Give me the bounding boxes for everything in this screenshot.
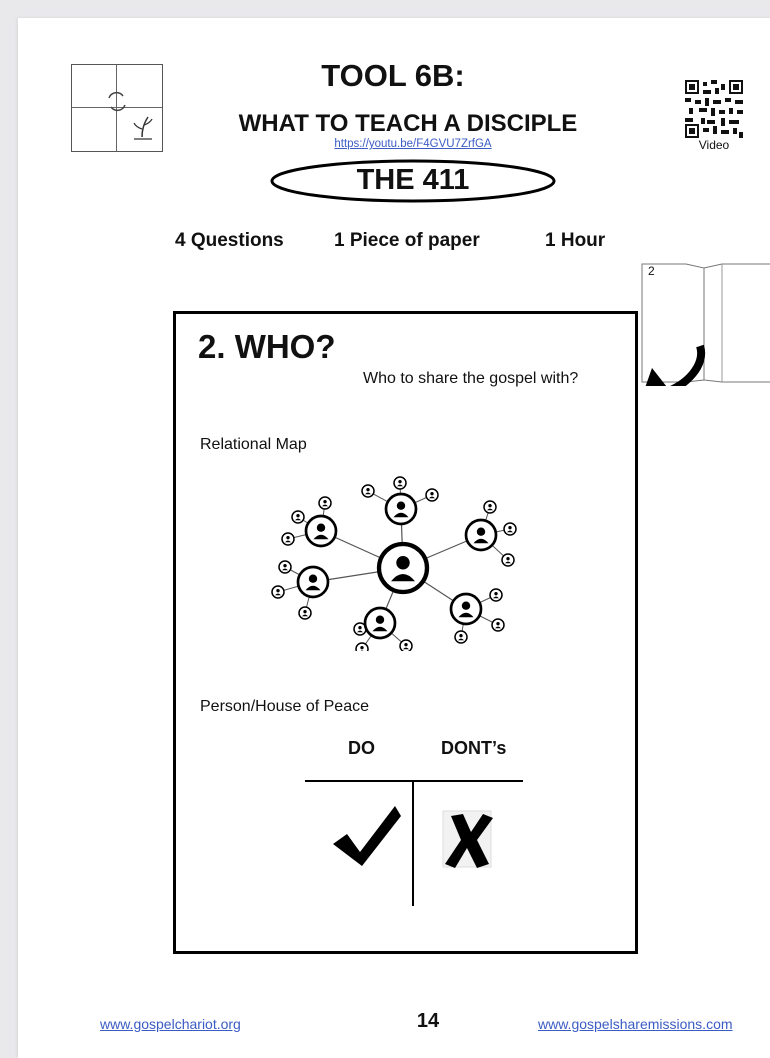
do-dont-tchart bbox=[305, 780, 523, 906]
cross-icon bbox=[442, 810, 493, 868]
badge-title: THE 411 bbox=[356, 164, 470, 196]
person-icon bbox=[501, 553, 515, 567]
dont-column-label: DONT’s bbox=[441, 738, 507, 758]
person-icon bbox=[489, 588, 503, 602]
qr-code-icon[interactable] bbox=[685, 80, 743, 138]
meta-time: 1 Hour bbox=[545, 230, 606, 251]
person-icon bbox=[376, 541, 430, 595]
page-number: 14 bbox=[416, 1010, 440, 1032]
person-icon bbox=[355, 642, 369, 651]
person-icon bbox=[384, 492, 418, 526]
curved-arrow-icon bbox=[645, 344, 706, 386]
document-page: TOOL 6B: WHAT TO TEACH A DISCIPLE https:… bbox=[18, 18, 770, 1058]
person-icon bbox=[278, 560, 292, 574]
page-subtitle: WHAT TO TEACH A DISCIPLE bbox=[238, 110, 578, 137]
footer-link-gospelchariot[interactable]: www.gospelchariot.org bbox=[100, 1016, 241, 1032]
footer-link-gospelsharemissions[interactable]: www.gospelsharemissions.com bbox=[538, 1016, 733, 1032]
person-icon bbox=[393, 476, 407, 490]
meta-questions: 4 Questions bbox=[175, 230, 284, 251]
person-icon bbox=[491, 618, 505, 632]
person-icon bbox=[291, 510, 305, 524]
thumbnail-number: 2 bbox=[648, 264, 655, 278]
who-card bbox=[173, 311, 638, 954]
person-icon bbox=[318, 496, 332, 510]
logo-quadrant-icon bbox=[71, 64, 163, 152]
person-icon bbox=[454, 630, 468, 644]
video-link[interactable]: https://youtu.be/F4GVU7ZrfGA bbox=[334, 138, 492, 150]
person-icon bbox=[298, 606, 312, 620]
do-column-label: DO bbox=[348, 738, 375, 758]
person-icon bbox=[271, 585, 285, 599]
page-title: TOOL 6B: bbox=[321, 58, 465, 93]
person-icon bbox=[449, 592, 483, 626]
card-heading: 2. WHO? bbox=[198, 328, 336, 365]
person-icon bbox=[281, 532, 295, 546]
person-icon bbox=[363, 606, 397, 640]
person-icon bbox=[425, 488, 439, 502]
person-icon bbox=[503, 522, 517, 536]
page-thumbnail bbox=[641, 263, 770, 386]
badge-ellipse bbox=[270, 159, 556, 203]
checkmark-icon bbox=[333, 806, 401, 866]
card-question: Who to share the gospel with? bbox=[363, 370, 579, 387]
relational-map-diagram bbox=[271, 476, 517, 651]
qr-caption: Video bbox=[698, 138, 730, 152]
person-icon bbox=[464, 518, 498, 552]
person-icon bbox=[399, 639, 413, 651]
person-icon bbox=[353, 622, 367, 636]
person-icon bbox=[304, 514, 338, 548]
person-of-peace-label: Person/House of Peace bbox=[200, 698, 369, 715]
person-icon bbox=[483, 500, 497, 514]
meta-paper: 1 Piece of paper bbox=[334, 230, 480, 251]
person-icon bbox=[361, 484, 375, 498]
person-icon bbox=[296, 565, 330, 599]
relational-map-label: Relational Map bbox=[200, 436, 307, 453]
